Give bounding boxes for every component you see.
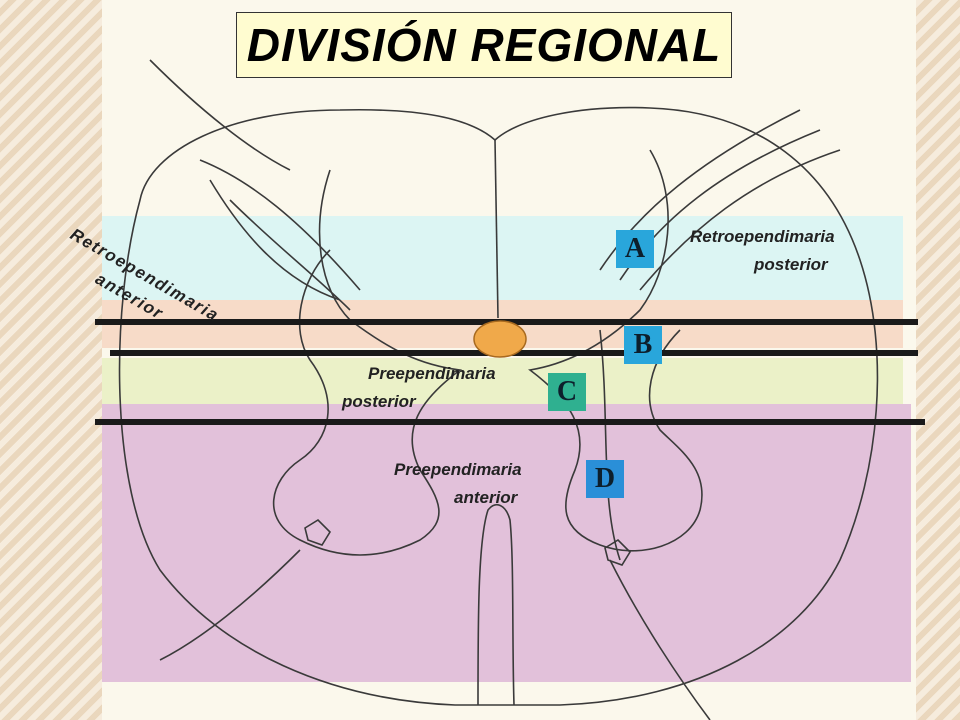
central-canal: [473, 320, 527, 358]
star-right: [604, 538, 632, 566]
lateral-line-right: [599, 329, 621, 561]
region-c-band: [102, 358, 903, 404]
region-d-label-line2: anterior: [454, 488, 518, 507]
region-d-label: Preependimaria anterior: [394, 456, 522, 512]
region-c-label-line1: Preependimaria: [368, 364, 496, 383]
decorative-border-right: [916, 0, 960, 720]
region-c-label-line2: posterior: [342, 392, 416, 411]
anterior-root-right: [609, 559, 711, 720]
region-a-label: Retroependimaria posterior: [690, 223, 835, 279]
anterior-root-left: [159, 549, 301, 661]
posterior-median-septum: [494, 139, 499, 319]
grey-matter-right: [528, 149, 703, 552]
posterior-root-left: [199, 159, 361, 311]
nerve-left-top: [149, 59, 291, 171]
region-a-label-line1: Retroependimaria: [690, 227, 835, 246]
region-c-badge: C: [548, 373, 586, 411]
decorative-border-left: [0, 0, 102, 720]
title-box: DIVISIÓN REGIONAL: [236, 12, 732, 78]
region-d-badge: D: [586, 460, 624, 498]
region-a-badge: A: [616, 230, 654, 268]
region-a-label-line2: posterior: [754, 255, 828, 274]
grey-matter-left: [272, 169, 463, 556]
page-title: DIVISIÓN REGIONAL: [246, 19, 722, 71]
region-c-label: Preependimaria posterior: [342, 360, 496, 416]
anterior-median-fissure: [477, 504, 515, 706]
star-left: [304, 518, 332, 546]
region-b-badge: B: [624, 326, 662, 364]
cord-outline: [118, 106, 879, 706]
region-d-label-line1: Preependimaria: [394, 460, 522, 479]
region-a-band: [102, 216, 903, 300]
